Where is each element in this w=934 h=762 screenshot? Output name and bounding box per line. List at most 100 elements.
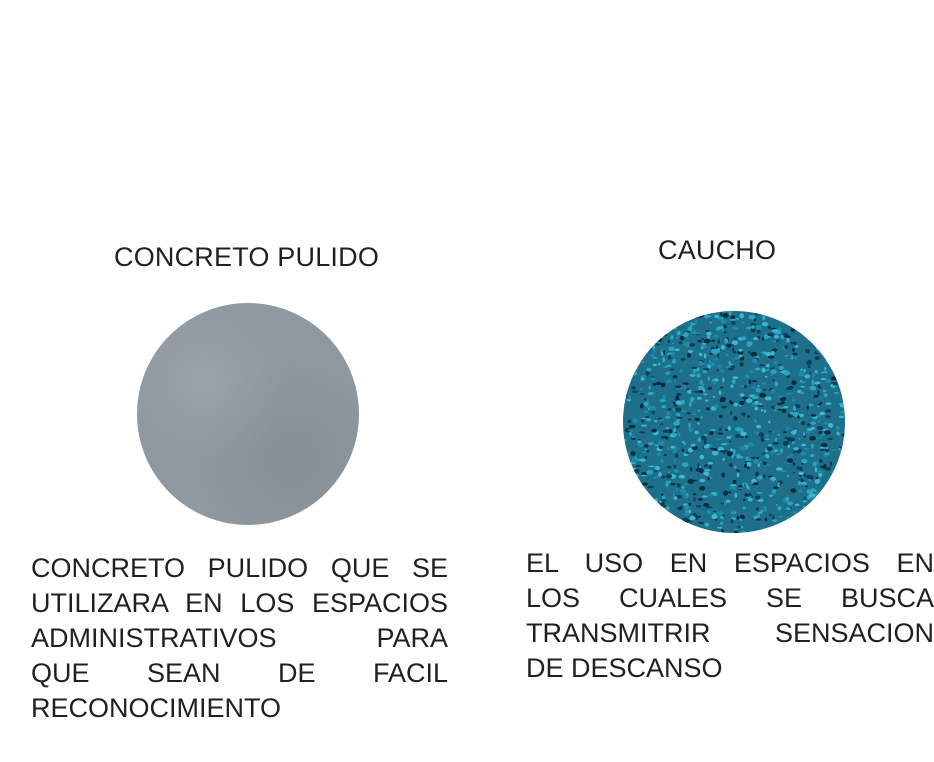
rubber-granule bbox=[649, 510, 654, 514]
rubber-granule bbox=[697, 313, 704, 316]
rubber-granule bbox=[839, 474, 845, 479]
rubber-granule bbox=[777, 506, 782, 511]
rubber-granule bbox=[775, 478, 780, 481]
rubber-granule bbox=[720, 521, 724, 525]
rubber-granule bbox=[689, 466, 693, 472]
rubber-granule bbox=[761, 336, 765, 342]
rubber-granule bbox=[652, 383, 656, 386]
rubber-granule bbox=[774, 405, 780, 410]
rubber-granule bbox=[634, 473, 639, 478]
rubber-granule bbox=[735, 420, 741, 424]
rubber-granule bbox=[667, 364, 672, 367]
rubber-granule bbox=[681, 399, 685, 405]
rubber-granule bbox=[699, 454, 705, 460]
rubber-granule bbox=[791, 511, 797, 514]
rubber-granule bbox=[631, 457, 637, 463]
rubber-granule bbox=[698, 465, 702, 468]
rubber-granule bbox=[762, 474, 766, 479]
rubber-granule bbox=[646, 318, 652, 323]
rubber-granule bbox=[757, 463, 760, 468]
rubber-granule bbox=[635, 311, 640, 314]
rubber-granule bbox=[819, 344, 824, 349]
rubber-granule bbox=[707, 376, 710, 381]
rubber-granule bbox=[783, 370, 791, 376]
rubber-granule bbox=[650, 405, 656, 411]
rubber-granule bbox=[625, 345, 630, 351]
rubber-granule bbox=[833, 472, 837, 477]
rubber-granule bbox=[800, 392, 805, 394]
rubber-granule bbox=[740, 525, 744, 529]
rubber-granule bbox=[804, 321, 808, 324]
rubber-granule bbox=[730, 410, 733, 415]
rubber-granule bbox=[785, 335, 791, 338]
rubber-granule bbox=[725, 499, 731, 503]
rubber-granule bbox=[761, 459, 769, 462]
rubber-granule bbox=[730, 384, 734, 388]
rubber-granule bbox=[790, 328, 795, 332]
rubber-granule bbox=[659, 399, 666, 402]
rubber-granule bbox=[686, 527, 692, 530]
rubber-granule bbox=[639, 344, 642, 348]
rubber-granule bbox=[817, 413, 821, 418]
rubber-granule bbox=[812, 394, 819, 398]
rubber-granule bbox=[652, 356, 658, 359]
rubber-granule bbox=[663, 350, 666, 355]
rubber-granule bbox=[661, 501, 665, 506]
rubber-granule bbox=[842, 358, 845, 362]
rubber-granule bbox=[817, 390, 820, 396]
rubber-granule bbox=[814, 370, 819, 374]
rubber-granule bbox=[708, 386, 712, 390]
rubber-granule bbox=[705, 342, 709, 346]
rubber-granule bbox=[828, 489, 835, 493]
rubber-granule bbox=[840, 459, 845, 463]
rubber-granule bbox=[735, 433, 741, 438]
rubber-granule bbox=[676, 483, 681, 488]
rubber-granule bbox=[786, 456, 791, 459]
rubber-granule bbox=[727, 425, 731, 431]
rubber-granule bbox=[694, 318, 698, 324]
rubber-granule bbox=[656, 508, 661, 513]
rubber-granule bbox=[758, 432, 764, 438]
rubber-granule bbox=[719, 515, 724, 520]
rubber-granule bbox=[690, 396, 694, 402]
rubber-granule bbox=[706, 509, 712, 515]
rubber-granule bbox=[723, 330, 727, 334]
rubber-granule bbox=[792, 411, 800, 417]
rubber-granule bbox=[764, 375, 768, 378]
rubber-granule bbox=[728, 361, 732, 366]
rubber-granule bbox=[800, 482, 808, 485]
rubber-granule bbox=[717, 339, 720, 344]
rubber-granule bbox=[672, 432, 678, 437]
rubber-granule bbox=[812, 517, 816, 523]
rubber-granule bbox=[623, 455, 627, 460]
rubber-granule bbox=[741, 336, 747, 341]
rubber-granule bbox=[777, 482, 781, 488]
rubber-granule bbox=[702, 368, 710, 371]
rubber-granule bbox=[720, 319, 727, 324]
rubber-granule bbox=[694, 315, 699, 319]
rubber-granule bbox=[779, 440, 782, 443]
rubber-granule bbox=[833, 324, 838, 329]
rubber-granule bbox=[696, 505, 702, 508]
rubber-granule bbox=[725, 365, 732, 369]
rubber-granule bbox=[821, 393, 825, 398]
rubber-granule bbox=[653, 415, 659, 419]
rubber-granule bbox=[793, 341, 797, 346]
rubber-granule bbox=[800, 451, 807, 456]
rubber-granule bbox=[659, 418, 665, 422]
rubber-granule bbox=[665, 474, 673, 479]
rubber-granule bbox=[683, 385, 687, 390]
rubber-granule bbox=[623, 477, 628, 481]
rubber-granule bbox=[703, 358, 710, 364]
rubber-granule bbox=[663, 454, 667, 456]
rubber-granule bbox=[801, 475, 804, 478]
rubber-granule bbox=[789, 469, 793, 474]
rubber-granule bbox=[796, 356, 803, 360]
rubber-granule bbox=[683, 511, 690, 516]
rubber-granule bbox=[760, 409, 764, 412]
rubber-granule bbox=[692, 419, 696, 424]
rubber-granule bbox=[684, 332, 689, 336]
rubber-granule bbox=[638, 321, 645, 327]
rubber-granule bbox=[689, 475, 693, 478]
rubber-granule bbox=[631, 440, 638, 443]
